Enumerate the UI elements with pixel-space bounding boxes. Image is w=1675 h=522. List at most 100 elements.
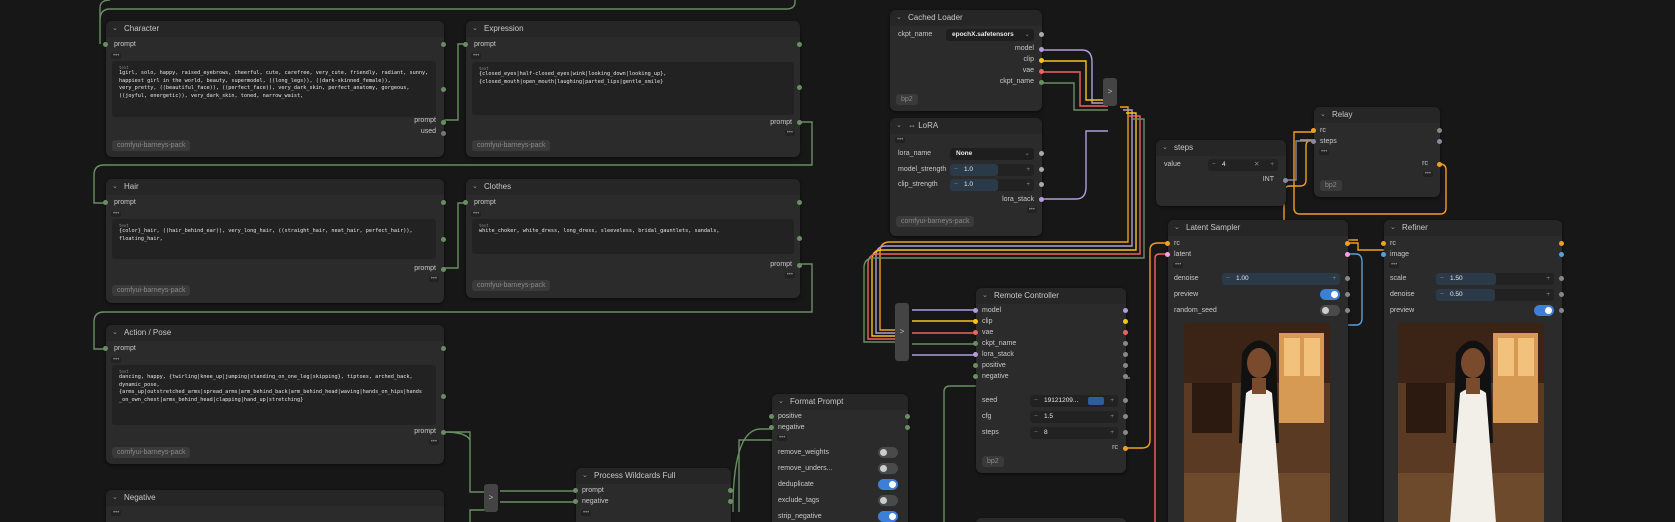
widget-dot[interactable] bbox=[1559, 292, 1564, 297]
plus-icon[interactable]: + bbox=[1270, 161, 1274, 168]
output-dot[interactable] bbox=[441, 42, 446, 47]
model-output-dot[interactable] bbox=[1039, 47, 1044, 52]
more-icon[interactable]: ••• bbox=[428, 276, 439, 282]
cached-loader-node[interactable]: ⌄Cached Loader ckpt_name epochX.safetens… bbox=[890, 10, 1044, 111]
more-icon[interactable]: ••• bbox=[1422, 171, 1433, 177]
text-field[interactable]: text{color}_hair, ((hair_behind_ear)), v… bbox=[112, 219, 436, 259]
negative-node[interactable]: ⌄Negative ••• bbox=[106, 490, 444, 522]
model-input-dot[interactable] bbox=[973, 308, 978, 313]
output-dot[interactable] bbox=[797, 42, 802, 47]
denoise-input[interactable]: −0.50+ bbox=[1436, 289, 1554, 301]
more-icon[interactable]: ••• bbox=[111, 211, 122, 217]
output-dot[interactable] bbox=[797, 85, 802, 90]
minus-icon[interactable]: − bbox=[1034, 429, 1038, 436]
more-icon[interactable]: ••• bbox=[784, 272, 795, 278]
latent-output-dot[interactable] bbox=[1345, 252, 1350, 257]
steps-title[interactable]: ⌄steps bbox=[1156, 140, 1286, 156]
preview-toggle[interactable] bbox=[1534, 305, 1554, 316]
output-dot[interactable] bbox=[441, 394, 446, 399]
collapse-icon[interactable]: ⌄ bbox=[112, 494, 118, 501]
reroute-node[interactable]: > bbox=[895, 303, 909, 361]
clip-strength-input[interactable]: −1.0+ bbox=[950, 179, 1034, 191]
output-dot[interactable] bbox=[797, 236, 802, 241]
collapse-icon[interactable]: ⌄ bbox=[1162, 144, 1168, 151]
latent-sampler-node[interactable]: ⌄Latent Sampler rc latent ••• denoise −1… bbox=[1165, 220, 1350, 522]
prompt-input-dot[interactable] bbox=[573, 488, 578, 493]
output-dot[interactable] bbox=[1437, 128, 1442, 133]
minus-icon[interactable]: − bbox=[1226, 275, 1230, 282]
expression-node[interactable]: ⌄Expression prompt ••• text{closed_eyes|… bbox=[463, 21, 802, 157]
output-dot[interactable] bbox=[905, 425, 910, 430]
steps-input[interactable]: −8+ bbox=[1030, 427, 1118, 439]
output-dot[interactable] bbox=[441, 87, 446, 92]
remove-underscores-toggle[interactable] bbox=[878, 463, 898, 474]
more-icon[interactable]: ••• bbox=[471, 53, 482, 59]
collapse-icon[interactable]: ⌄ bbox=[112, 25, 118, 32]
output-dot[interactable] bbox=[797, 200, 802, 205]
more-icon[interactable]: ••• bbox=[581, 510, 592, 516]
plus-icon[interactable]: + bbox=[1546, 291, 1550, 298]
vae-output-dot[interactable] bbox=[1123, 330, 1128, 335]
minus-icon[interactable]: − bbox=[1034, 413, 1038, 420]
more-icon[interactable]: ••• bbox=[471, 211, 482, 217]
minus-icon[interactable]: − bbox=[1034, 397, 1038, 404]
widget-dot[interactable] bbox=[1559, 308, 1564, 313]
ckpt-name-select[interactable]: epochX.safetensors⌄ bbox=[946, 29, 1034, 41]
ckpt-name-output-dot[interactable] bbox=[1123, 341, 1128, 346]
widget-dot[interactable] bbox=[1345, 308, 1350, 313]
rc-output-dot[interactable] bbox=[1345, 241, 1350, 246]
process-wildcards-title[interactable]: ⌄Process Wildcards Full bbox=[576, 468, 731, 484]
more-icon[interactable]: ••• bbox=[1026, 207, 1037, 213]
model-strength-input[interactable]: −1.0+ bbox=[950, 164, 1034, 176]
prompt-input-dot[interactable] bbox=[463, 200, 468, 205]
collapse-icon[interactable]: ⌄ bbox=[778, 398, 784, 405]
collapse-icon[interactable]: ⌄ bbox=[896, 14, 902, 21]
more-icon[interactable]: ••• bbox=[428, 439, 439, 445]
output-dot[interactable] bbox=[441, 237, 446, 242]
lora-stack-input-dot[interactable] bbox=[973, 352, 978, 357]
used-output-dot[interactable] bbox=[441, 131, 446, 136]
format-prompt-node[interactable]: ⌄Format Prompt positive negative ••• rem… bbox=[769, 394, 910, 522]
negative-input-dot[interactable] bbox=[973, 374, 978, 379]
rc-input-dot[interactable] bbox=[1311, 128, 1316, 133]
prompt-output-dot[interactable] bbox=[441, 430, 446, 435]
expression-title[interactable]: ⌄Expression bbox=[466, 21, 800, 37]
plus-icon[interactable]: + bbox=[1110, 413, 1114, 420]
refiner-title[interactable]: ⌄Refiner bbox=[1384, 220, 1562, 236]
prompt-input-dot[interactable] bbox=[103, 42, 108, 47]
widget-dot[interactable] bbox=[1039, 167, 1044, 172]
collapse-icon[interactable]: ⌄ bbox=[112, 329, 118, 336]
steps-value-input[interactable]: −4✕+ bbox=[1208, 159, 1278, 171]
collapse-icon[interactable]: ⌄ bbox=[472, 25, 478, 32]
lora-name-select[interactable]: None⌄ bbox=[950, 148, 1034, 160]
plus-icon[interactable]: + bbox=[1546, 275, 1550, 282]
hair-node[interactable]: ⌄Hair prompt ••• text{color}_hair, ((hai… bbox=[103, 179, 446, 303]
more-icon[interactable]: ••• bbox=[111, 510, 122, 516]
more-icon[interactable]: ••• bbox=[784, 130, 795, 136]
plus-icon[interactable]: + bbox=[1026, 181, 1030, 188]
minus-icon[interactable]: − bbox=[1440, 291, 1444, 298]
seed-input[interactable]: −19121209...+ bbox=[1030, 395, 1118, 407]
positive-input-dot[interactable] bbox=[973, 363, 978, 368]
partial-node[interactable] bbox=[976, 518, 1126, 522]
more-icon[interactable]: ••• bbox=[1319, 149, 1330, 155]
collapse-icon[interactable]: ⌄ bbox=[896, 122, 902, 129]
random-seed-toggle[interactable] bbox=[1320, 305, 1340, 316]
minus-icon[interactable]: − bbox=[1440, 275, 1444, 282]
deduplicate-toggle[interactable] bbox=[878, 479, 898, 490]
process-wildcards-node[interactable]: ⌄Process Wildcards Full prompt negative … bbox=[573, 468, 733, 522]
scale-input[interactable]: −1.50+ bbox=[1436, 273, 1554, 285]
link-icon[interactable]: ✕ bbox=[1254, 161, 1260, 168]
negative-input-dot[interactable] bbox=[769, 425, 774, 430]
clip-output-dot[interactable] bbox=[1123, 319, 1128, 324]
preview-toggle[interactable] bbox=[1320, 289, 1340, 300]
cfg-input[interactable]: −1.5+ bbox=[1030, 411, 1118, 423]
prompt-output-dot[interactable] bbox=[441, 120, 446, 125]
cached-loader-title[interactable]: ⌄Cached Loader bbox=[890, 10, 1042, 26]
lora-title[interactable]: ⌄⇔ LoRA bbox=[890, 118, 1042, 134]
collapse-icon[interactable]: ⌄ bbox=[1320, 111, 1326, 118]
format-prompt-title[interactable]: ⌄Format Prompt bbox=[772, 394, 908, 410]
